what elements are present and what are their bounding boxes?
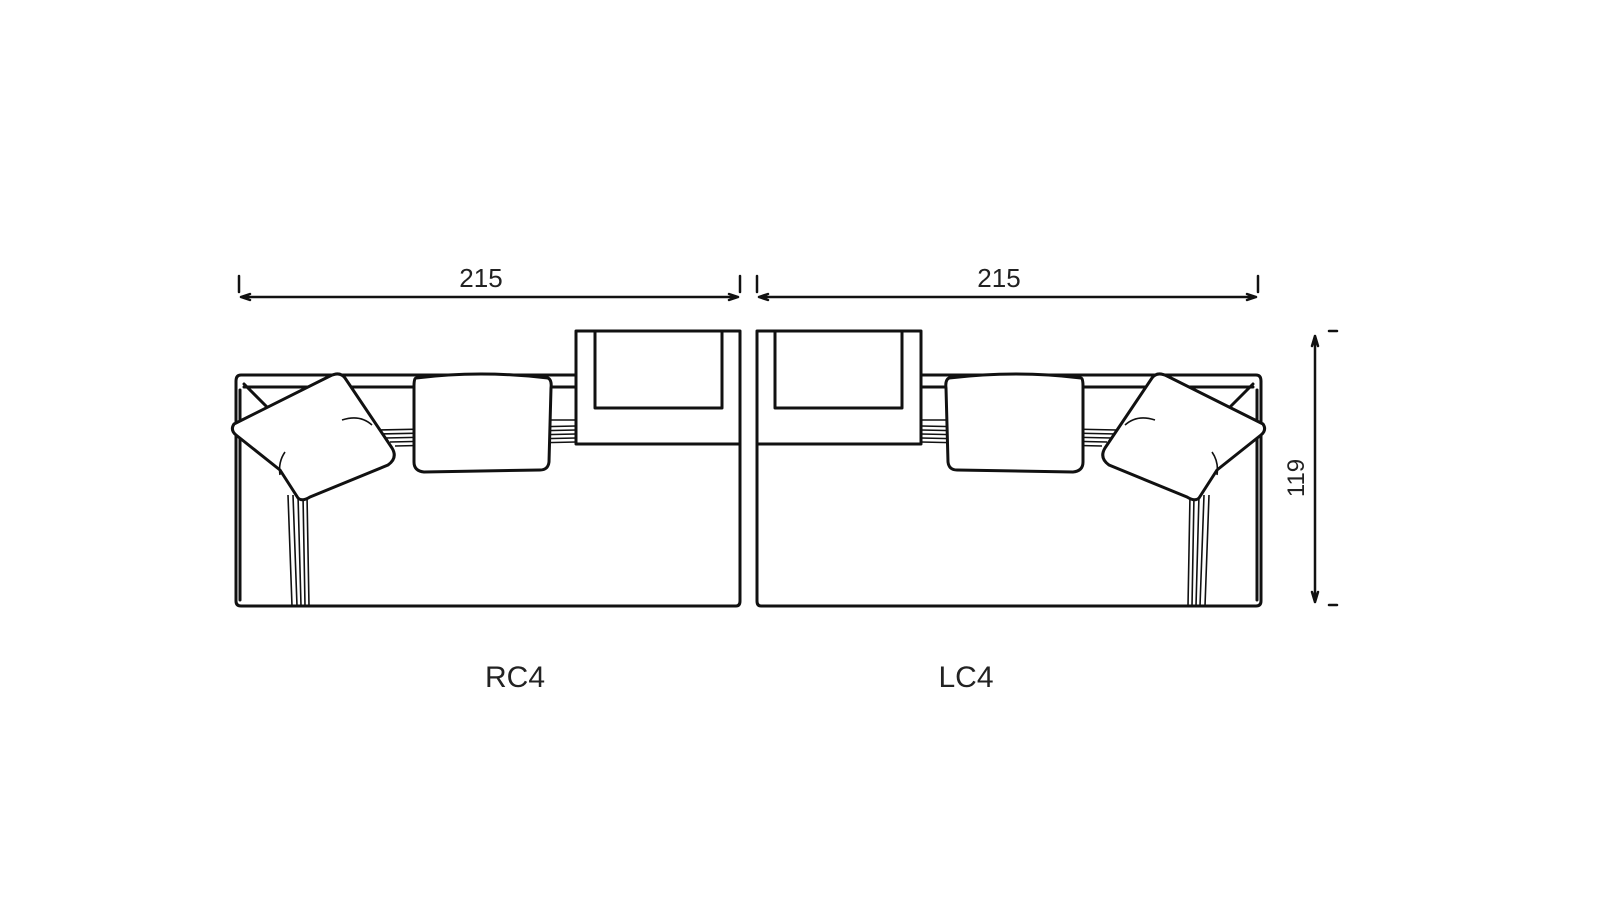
width-dimension-rc4: 215 [237, 263, 742, 302]
depth-dimension: 119 [1283, 329, 1339, 607]
sofa-module-lc4 [755, 329, 1267, 608]
module-label-lc4: LC4 [938, 661, 993, 694]
width-label-rc4: 215 [459, 263, 502, 293]
sofa-module-rc4 [230, 329, 742, 608]
width-dimension-lc4: 215 [755, 263, 1260, 302]
module-label-rc4: RC4 [485, 661, 545, 694]
width-label-lc4: 215 [977, 263, 1020, 293]
depth-label: 119 [1283, 459, 1310, 497]
